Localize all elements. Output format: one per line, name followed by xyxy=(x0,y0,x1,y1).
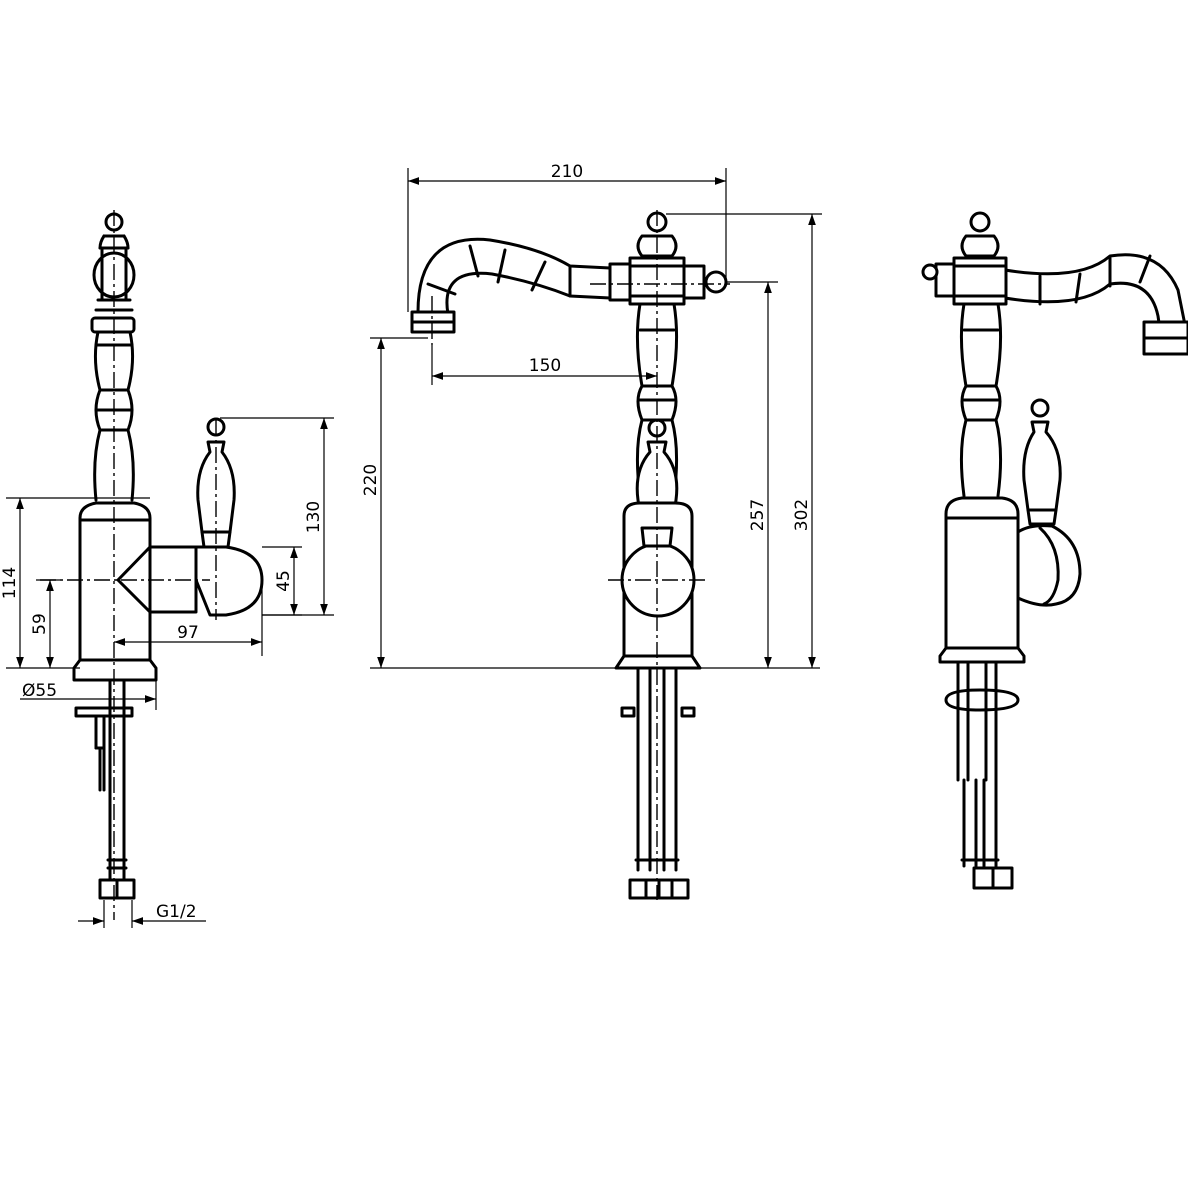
front-dimensions: 210 150 220 257 302 xyxy=(361,162,822,669)
dim-59: 59 xyxy=(30,613,50,635)
dim-114: 114 xyxy=(0,567,20,599)
side-view xyxy=(40,210,264,920)
dim-302: 302 xyxy=(792,499,812,531)
dim-45: 45 xyxy=(274,570,294,592)
side-dimensions: 114 59 Ø55 97 45 130 G1/2 xyxy=(0,417,334,928)
dim-257: 257 xyxy=(748,499,768,531)
dim-150: 150 xyxy=(529,356,561,376)
front-view xyxy=(410,210,730,900)
dim-97: 97 xyxy=(177,623,199,643)
dim-220: 220 xyxy=(361,464,381,496)
perspective-view xyxy=(921,211,1188,890)
dim-thread-g12: G1/2 xyxy=(156,902,197,922)
dim-130: 130 xyxy=(304,501,324,533)
dim-210: 210 xyxy=(551,162,583,182)
dim-diameter-55: Ø55 xyxy=(22,681,57,701)
